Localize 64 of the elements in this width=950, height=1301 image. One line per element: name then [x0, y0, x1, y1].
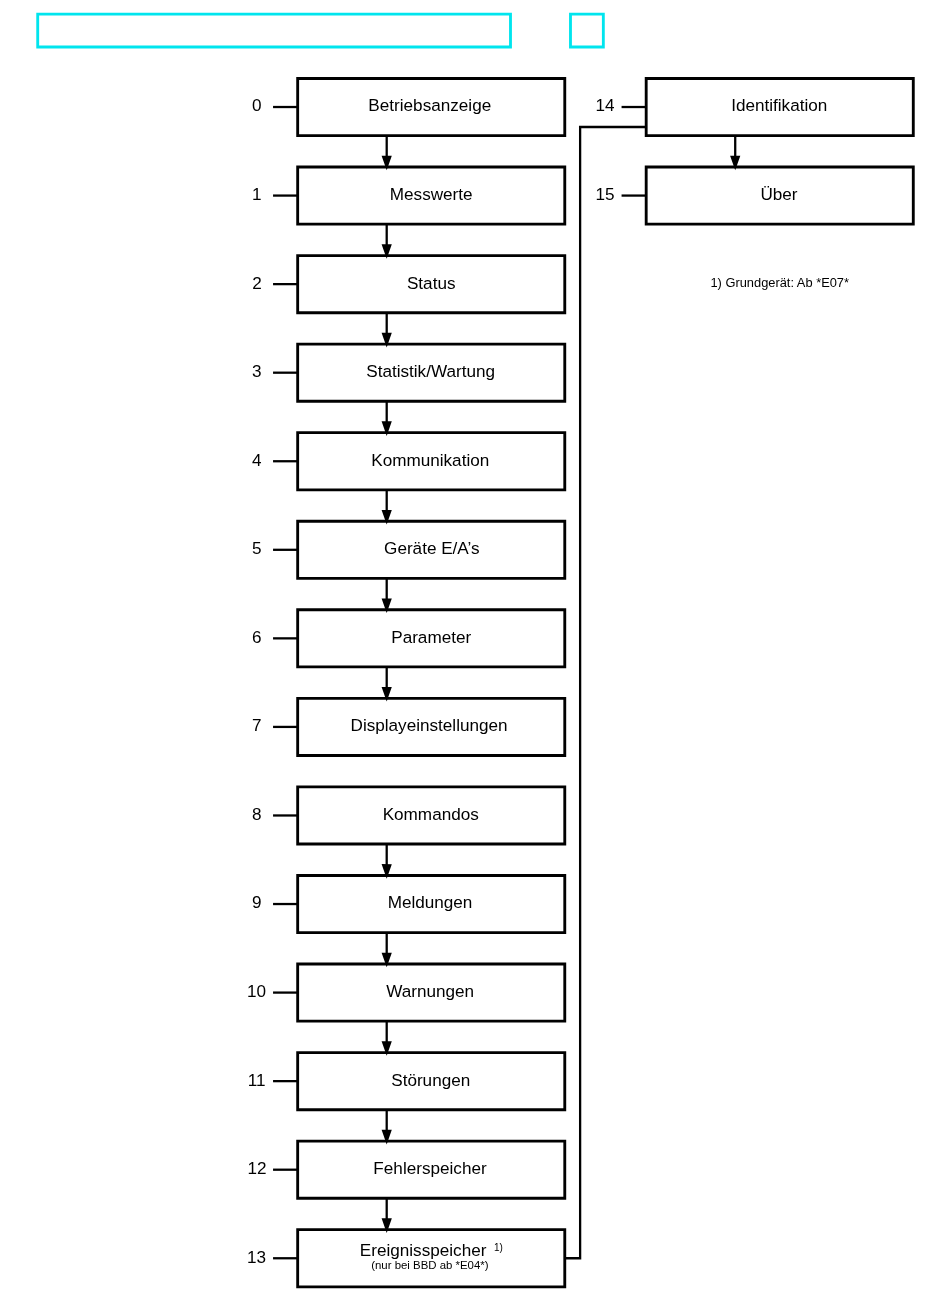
arrow	[381, 578, 392, 614]
node-box	[35, 12, 512, 49]
node-box: Betriebsanzeige	[295, 77, 566, 137]
node-text: 6	[251, 626, 261, 647]
connector	[272, 371, 297, 374]
node-box: Status	[295, 254, 566, 315]
node-box: Warnungen	[295, 962, 566, 1023]
node-box: Kommandos	[295, 785, 566, 846]
connector	[621, 105, 646, 109]
connector	[272, 283, 297, 286]
node-text: 0	[251, 95, 261, 116]
connector	[272, 1168, 297, 1171]
node-text: 13	[246, 1246, 266, 1267]
node-text: 1	[251, 184, 261, 204]
arrow	[381, 136, 392, 171]
arrow	[381, 313, 392, 348]
node-text: 10	[246, 981, 266, 1002]
connector	[272, 725, 297, 729]
node-text: 11	[247, 1069, 265, 1090]
node-box: Störungen	[295, 1051, 566, 1112]
connector	[272, 460, 297, 463]
arrow	[729, 136, 740, 171]
arrow	[381, 1198, 392, 1233]
connector	[272, 991, 297, 994]
node-box: Identifikation	[644, 77, 915, 137]
connector	[621, 194, 646, 197]
node-text: 4	[251, 449, 261, 470]
connector	[272, 814, 297, 817]
node-box: Meldungen	[295, 874, 566, 935]
arrow	[381, 1021, 392, 1056]
arrow	[381, 401, 392, 436]
connector	[272, 902, 297, 906]
node-text: 12	[246, 1158, 266, 1179]
node-text: 14	[594, 95, 615, 116]
node-text: 9	[251, 892, 261, 913]
node-box: Statistik/Wartung	[295, 342, 566, 403]
node-text: 2	[251, 272, 262, 293]
connector	[272, 548, 297, 551]
node-text: 8	[251, 803, 261, 824]
arrow	[381, 933, 392, 968]
connector	[272, 1257, 297, 1260]
arrow	[381, 667, 392, 702]
connector	[272, 637, 297, 640]
label: 1) Grundgerät: Ab *E07*	[709, 275, 849, 291]
node-text: 5	[251, 538, 261, 559]
arrow	[381, 1110, 392, 1145]
node-box: Fehlerspeicher	[295, 1139, 566, 1200]
node-box: Über	[644, 165, 915, 226]
connector	[272, 1080, 297, 1083]
node-text: 15	[594, 184, 615, 204]
arrow	[381, 490, 392, 525]
node-box: Displayeinstellungen	[295, 696, 566, 757]
node-box: Messwerte	[295, 165, 566, 226]
node-box: Parameter	[295, 608, 566, 669]
connector	[272, 105, 297, 109]
node-box: Geräte E/A’s	[295, 519, 566, 580]
node-box: Ereignisspeicher $^{1)}$ (nur bei BBD ab *E04*)	[295, 1228, 566, 1289]
connector	[272, 194, 297, 197]
arrow	[381, 224, 392, 259]
node-box	[568, 12, 605, 49]
node-text: 7	[251, 715, 261, 736]
arrow	[381, 844, 392, 879]
node-text: 3	[251, 361, 261, 382]
node-box: Kommunikation	[295, 431, 566, 492]
